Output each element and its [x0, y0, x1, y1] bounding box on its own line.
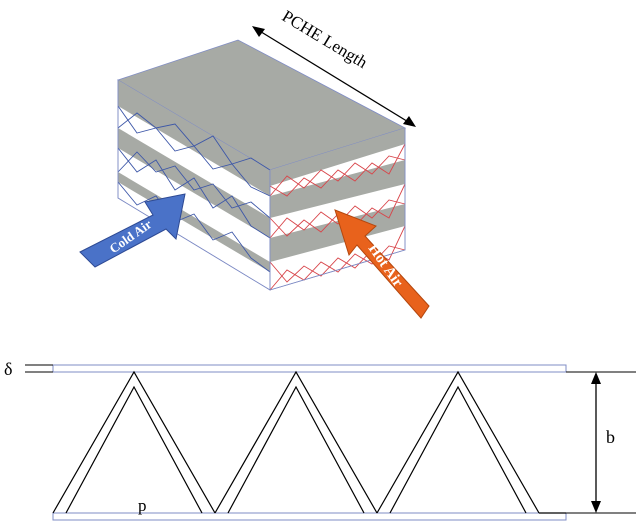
length-arrow-head-start [252, 26, 265, 37]
fin-1-outer [52, 370, 216, 514]
right-plate-2 [270, 160, 405, 218]
cold-fin-row-2-top [117, 151, 271, 219]
cold-fin-row-3 [117, 181, 271, 273]
fin-2-inner [227, 385, 365, 514]
hot-fin-row-1-base [269, 143, 406, 197]
fin-3-outer [376, 370, 540, 514]
left-plate-3 [118, 172, 270, 272]
hot-fin-row-1 [269, 155, 406, 197]
hot-arrow-shape [334, 209, 430, 319]
cross-bottom-plate [52, 512, 567, 521]
right-plate-1 [270, 128, 405, 186]
hot-fin-row-3 [269, 245, 406, 291]
fin-cross-section: δ b p [4, 359, 636, 521]
length-arrow-head-end [403, 116, 416, 127]
cold-arrow-shape [79, 193, 186, 268]
left-plate-2 [118, 128, 270, 238]
b-arrow-head-bottom [591, 501, 601, 513]
fin-1-inner [65, 385, 203, 514]
delta-label: δ [4, 359, 12, 379]
p-label: p [138, 496, 147, 515]
fin-2-outer [214, 370, 378, 514]
pche-block [117, 39, 407, 291]
length-arrow-line [257, 29, 411, 124]
right-plate-3 [270, 204, 405, 262]
left-plate-1 [118, 80, 270, 196]
hot-fin-row-2 [269, 199, 406, 239]
cold-fin-row-1-top [117, 112, 271, 171]
length-label: PCHE Length [279, 6, 371, 72]
fin-3-inner [389, 385, 527, 514]
cold-fin-row-2 [117, 147, 271, 239]
fin-triangles [52, 370, 566, 514]
b-label: b [606, 427, 615, 447]
b-arrow-head-top [591, 372, 601, 384]
cross-top-plate [52, 364, 567, 373]
